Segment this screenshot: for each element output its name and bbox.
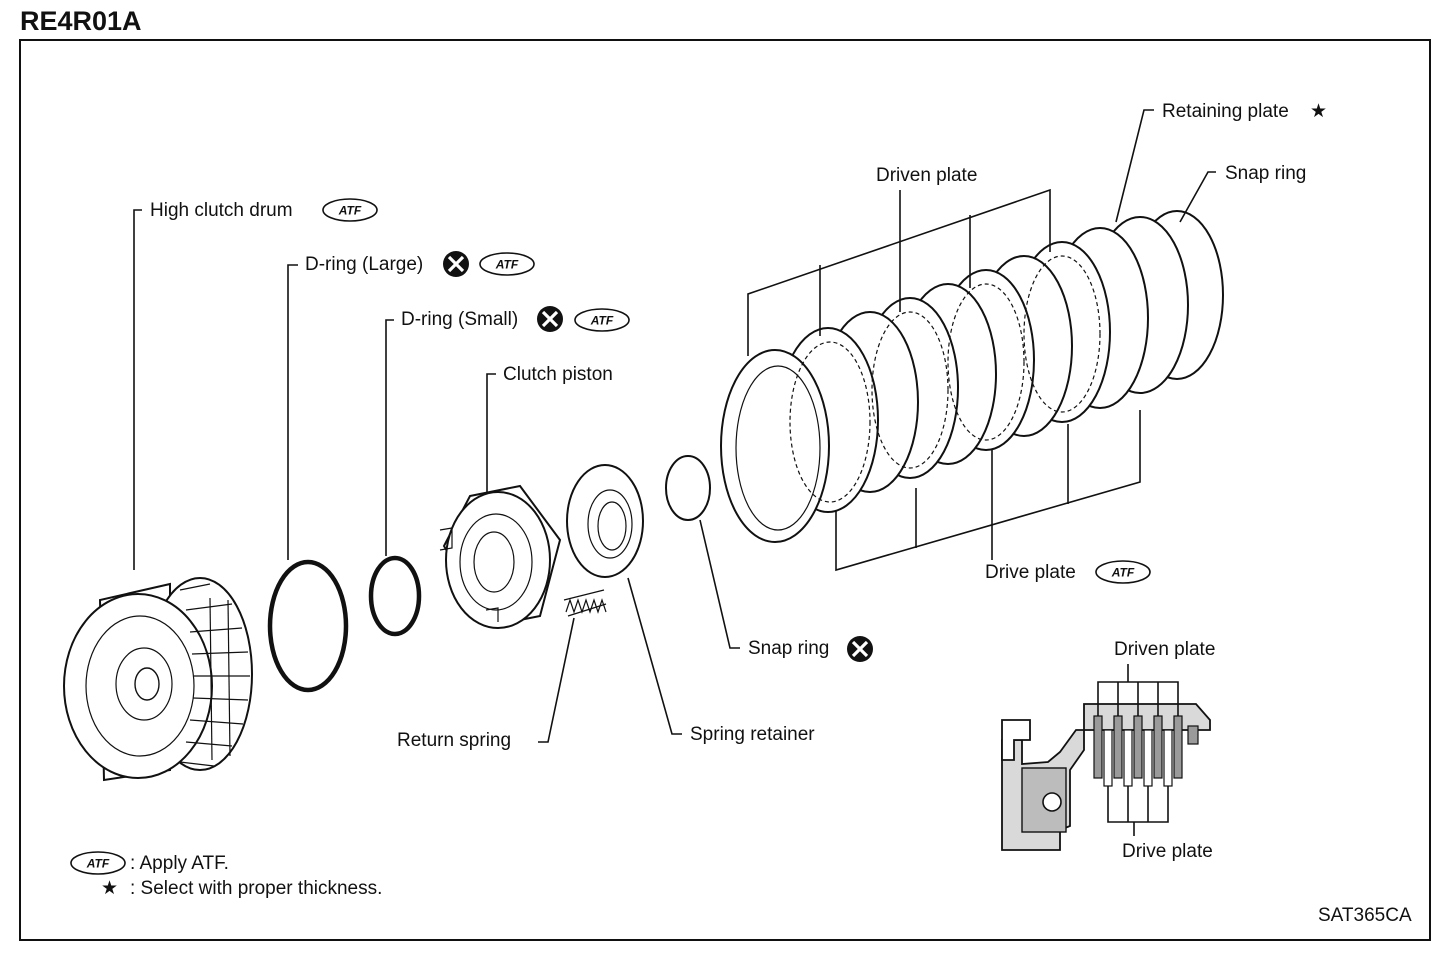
legend: : Apply ATF. ★ : Select with proper thic… <box>70 851 382 899</box>
leader-d-ring-small <box>385 319 394 556</box>
atf-badge <box>574 308 630 332</box>
discard-x-icon <box>535 304 565 334</box>
leader-retaining-plate <box>1115 109 1154 223</box>
driven-plate-bracket <box>747 188 1051 356</box>
leader-clutch-piston <box>486 373 496 492</box>
label-snap-ring-outer: Snap ring <box>1225 163 1306 184</box>
high-clutch-drum <box>63 577 253 782</box>
atf-badge <box>70 851 126 875</box>
label-d-ring-small: D-ring (Small) <box>401 309 518 330</box>
diagram-frame <box>19 39 1431 941</box>
atf-badge <box>322 198 378 222</box>
label-spring-retainer: Spring retainer <box>690 724 815 745</box>
snap-ring-inner <box>665 455 711 521</box>
d-ring-small <box>368 555 422 637</box>
star-icon: ★ <box>101 878 118 899</box>
clutch-plate-stack <box>720 210 1224 543</box>
leader-spring-retainer <box>627 577 682 735</box>
label-drive-plate: Drive plate <box>985 562 1076 583</box>
driven-plate <box>720 349 830 543</box>
page-title: RE4R01A <box>20 6 142 36</box>
leader-return-spring <box>538 617 575 743</box>
drive-plate-bracket <box>835 410 1141 572</box>
label-return-spring: Return spring <box>397 730 511 751</box>
return-spring <box>563 589 607 617</box>
label-clutch-piston: Clutch piston <box>503 364 613 385</box>
spring-retainer <box>566 464 644 578</box>
label-high-clutch-drum: High clutch drum <box>150 200 293 221</box>
label-inset-drive-plate: Drive plate <box>1122 841 1213 862</box>
leader-snap-ring-inner <box>699 519 740 649</box>
legend-atf-text: : Apply ATF. <box>130 853 229 874</box>
label-snap-ring-inner: Snap ring <box>748 638 829 659</box>
label-inset-driven-plate: Driven plate <box>1114 639 1215 660</box>
discard-x-icon <box>845 634 875 664</box>
star-icon: ★ <box>1310 101 1327 122</box>
discard-x-icon <box>441 249 471 279</box>
label-d-ring-large: D-ring (Large) <box>305 254 423 275</box>
cross-section-inset <box>1001 664 1211 851</box>
label-retaining-plate: Retaining plate <box>1162 101 1289 122</box>
leader-d-ring-large <box>287 264 298 560</box>
leader-snap-ring-outer <box>1179 171 1216 223</box>
legend-star-text: : Select with proper thickness. <box>130 878 382 899</box>
atf-badge <box>479 252 535 276</box>
leader-high-clutch-drum <box>133 209 142 570</box>
figure-code: SAT365CA <box>1318 905 1412 926</box>
label-driven-plate: Driven plate <box>876 165 977 186</box>
clutch-piston <box>439 484 562 629</box>
d-ring-large <box>267 559 349 693</box>
atf-badge <box>1095 560 1151 584</box>
